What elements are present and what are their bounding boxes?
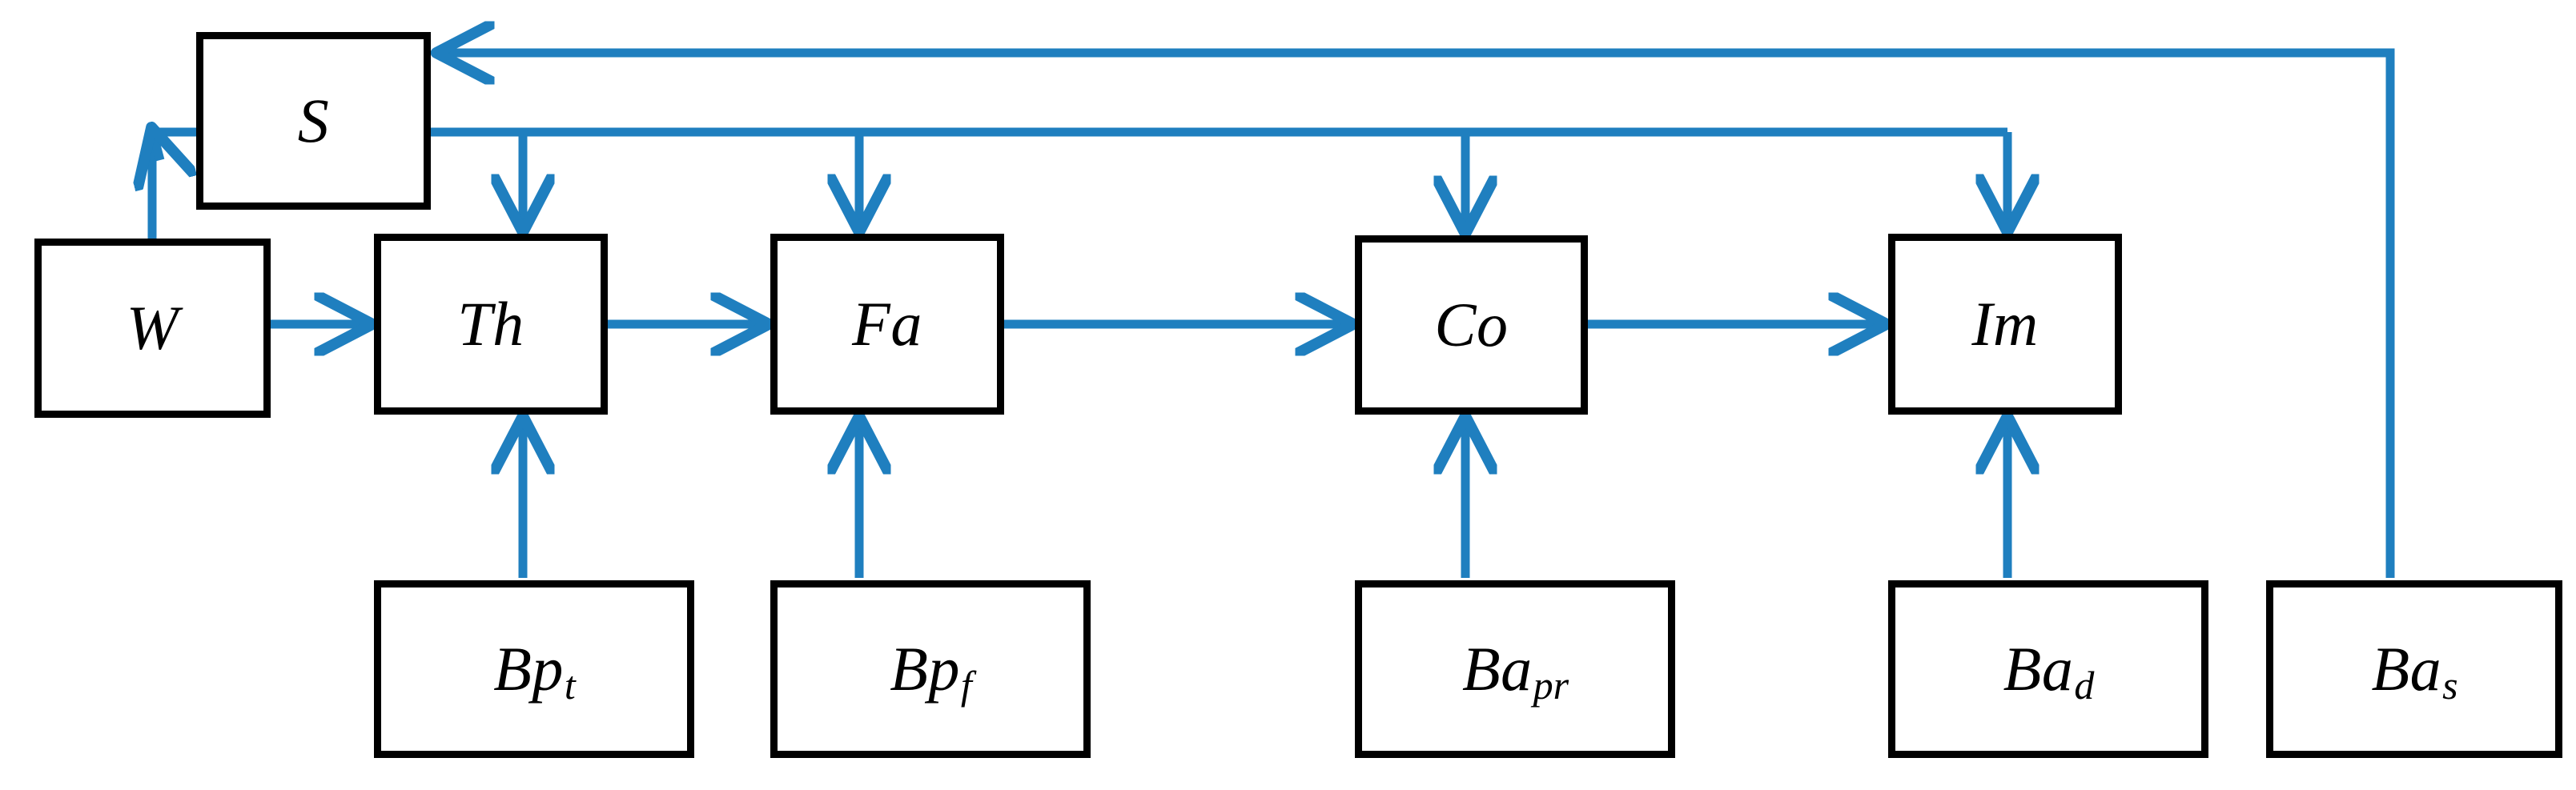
node-th-label: Th [457,289,524,359]
node-s[interactable]: S [196,32,431,210]
edge-w-to-s [147,127,200,240]
node-im[interactable]: Im [1888,234,2122,415]
node-bpf-label: Bp [890,634,960,704]
node-bas-label: Ba [2371,634,2442,704]
node-fa-label: Fa [852,289,922,359]
node-bas-subscript: s [2442,663,2458,708]
node-co[interactable]: Co [1355,235,1588,415]
node-bapr-subscript: pr [1533,663,1569,708]
node-im-label: Im [1971,289,2039,359]
node-th[interactable]: Th [374,234,608,415]
node-bpt-label: Bp [493,634,564,704]
node-bpf-subscript: f [960,663,972,708]
node-bad-label: Ba [2003,634,2074,704]
node-bad-subscript: d [2074,663,2095,708]
node-co-label: Co [1434,290,1509,359]
node-s-label: S [297,86,330,155]
node-bapr-label: Ba [1461,634,1533,704]
node-bpt-subscript: t [564,663,576,708]
node-w[interactable]: W [34,239,271,418]
node-w-label: W [126,293,179,363]
edge-w-to-s-head [152,130,160,160]
node-fa[interactable]: Fa [770,234,1004,415]
